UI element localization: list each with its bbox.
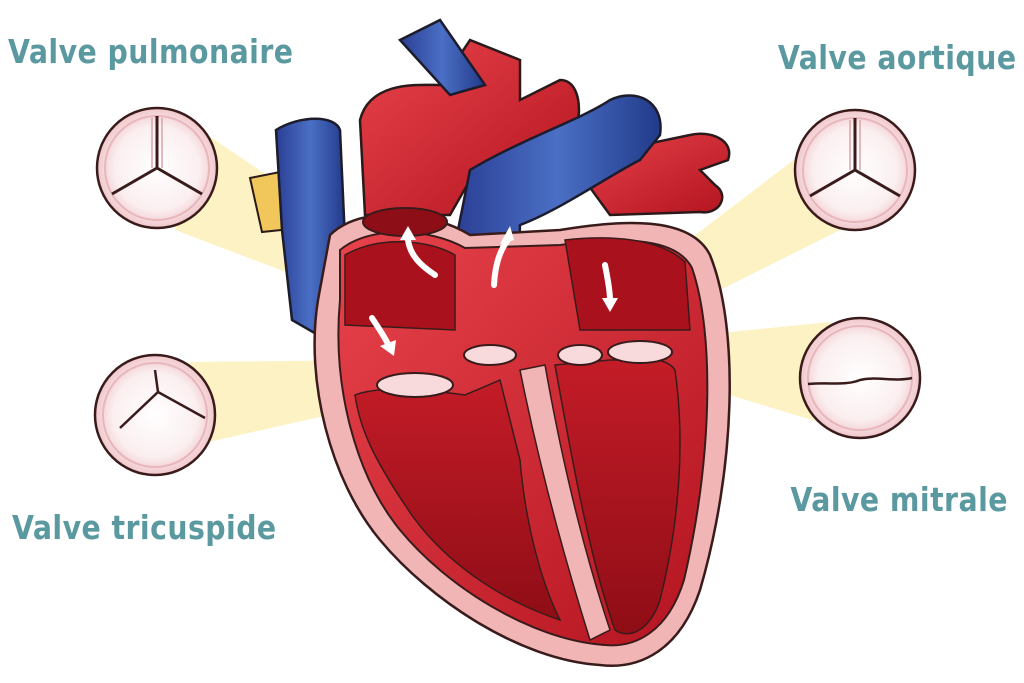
mitral-valve-heart: [607, 340, 673, 364]
aortic-valve-detail: [793, 108, 917, 232]
left-atrium: [564, 237, 691, 331]
pulmonary-valve-heart: [463, 344, 517, 366]
flow-arrow-right-atrium: [369, 315, 391, 347]
flow-arrow-left-atrium: [602, 262, 613, 303]
septum: [519, 364, 611, 642]
mitral-valve-detail: [798, 316, 922, 440]
flow-arrow-aorta: [405, 237, 438, 278]
tricuspid-valve-detail: [93, 353, 217, 477]
label-pulmonary-valve: Valve pulmonaire: [8, 32, 294, 71]
left-ventricle: [554, 358, 681, 635]
label-aortic-valve: Valve aortique: [777, 38, 1016, 77]
label-mitral-valve: Valve mitrale: [790, 480, 1008, 519]
pulmonary-trunk-top: [397, 18, 488, 97]
pulmonary-valve-detail: [95, 106, 219, 230]
heart: [248, 18, 731, 667]
aortic-valve-heart: [557, 344, 603, 366]
tricuspid-valve-heart: [376, 372, 454, 398]
label-tricuspid-valve: Valve tricuspide: [12, 508, 277, 547]
flow-arrow-pulmonary: [491, 237, 511, 288]
right-atrium: [344, 241, 456, 331]
flow-arrows: [369, 226, 618, 356]
